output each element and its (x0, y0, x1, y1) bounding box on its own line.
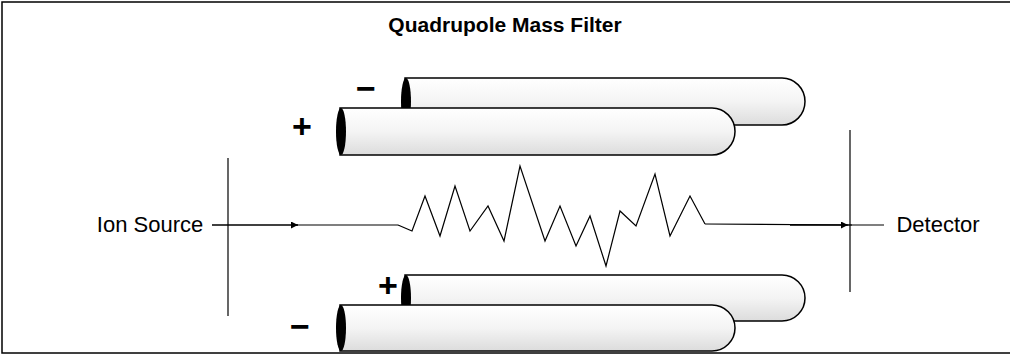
entrance-aperture (227, 158, 228, 316)
rod-bottom-front (336, 305, 735, 351)
diagram-title: Quadrupole Mass Filter (388, 14, 621, 35)
rod-top-front (336, 108, 735, 155)
ion-trajectory (398, 166, 705, 266)
ion-beam (296, 224, 398, 225)
ion-exit-arrow (790, 224, 848, 226)
detector-label: Detector (896, 214, 979, 236)
ion-beam-arrow (212, 224, 298, 226)
exit-aperture (849, 130, 850, 292)
polarity-sign: − (356, 71, 376, 105)
polarity-sign: + (378, 268, 398, 302)
source-label: Ion Source (97, 214, 203, 236)
polarity-sign: + (292, 109, 312, 143)
polarity-sign: − (290, 309, 310, 343)
ion-beam-exit (705, 224, 852, 225)
ion-beam-detector (848, 224, 884, 225)
